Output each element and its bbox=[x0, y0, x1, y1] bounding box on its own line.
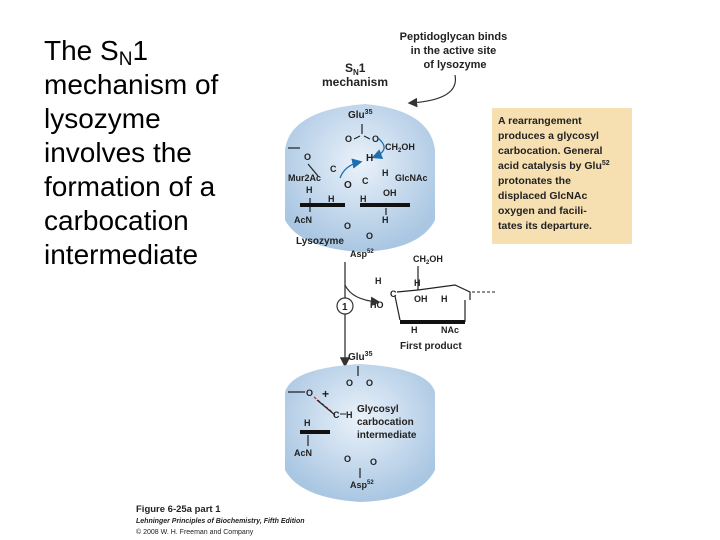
atom-o: O bbox=[306, 388, 313, 398]
info-box-text: A rearrangement produces a glycosyl carb… bbox=[498, 115, 613, 232]
atom-c: C bbox=[330, 164, 337, 174]
slide-line: intermediate bbox=[44, 239, 199, 270]
carboxylate-o: O bbox=[344, 454, 351, 464]
atom-o: O bbox=[372, 134, 379, 144]
title-part: The S bbox=[44, 35, 119, 66]
glu35-label: Glu35 bbox=[348, 109, 373, 121]
atom-o: O bbox=[345, 134, 352, 144]
asp52-label: Asp52 bbox=[350, 480, 374, 490]
atom-oh: OH bbox=[414, 294, 428, 304]
copyright: © 2008 W. H. Freeman and Company bbox=[136, 528, 254, 536]
glcnac-label: GlcNAc bbox=[395, 173, 428, 183]
slide-line: mechanism of bbox=[44, 69, 219, 100]
atom-h: H bbox=[306, 185, 313, 195]
carboxylate-o: O bbox=[366, 231, 373, 241]
atom-h: H bbox=[375, 276, 382, 286]
atom-h: H bbox=[328, 194, 335, 204]
lysozyme-label: Lysozyme bbox=[296, 236, 344, 247]
title-subscript: N bbox=[118, 49, 133, 70]
atom-h: H bbox=[360, 194, 367, 204]
acn-label: AcN bbox=[294, 215, 312, 225]
nac-label: NAc bbox=[441, 325, 459, 335]
atom-h: H bbox=[441, 294, 448, 304]
glu35-label: Glu35 bbox=[348, 351, 373, 363]
atom-h: H bbox=[414, 278, 421, 288]
proton-h: H bbox=[366, 153, 373, 164]
slide-text-block: The SN1 mechanism of lysozyme involves t… bbox=[44, 34, 274, 272]
slide-line: lysozyme bbox=[44, 103, 161, 134]
step-number: 1 bbox=[342, 302, 348, 313]
step-circle bbox=[336, 297, 354, 315]
acn-label: AcN bbox=[294, 448, 312, 458]
callout-top: Peptidoglycan binds in the active site o… bbox=[400, 31, 511, 71]
carboxylate-o: O bbox=[344, 221, 351, 231]
info-box bbox=[492, 108, 632, 244]
mechanism-label: SN1 mechanism bbox=[322, 61, 388, 89]
atom-o: O bbox=[346, 378, 353, 388]
title-part: 1 bbox=[132, 35, 149, 66]
product-arrow bbox=[344, 284, 381, 307]
ch2oh-label: CH2OH bbox=[413, 254, 443, 266]
bond bbox=[307, 163, 319, 177]
bond bbox=[363, 135, 371, 140]
enzyme-blob-lower bbox=[285, 364, 435, 502]
slide-line: formation of a bbox=[44, 171, 216, 202]
callout-arrow bbox=[407, 74, 457, 108]
atom-c: C bbox=[362, 176, 369, 186]
atom-o: O bbox=[304, 152, 311, 162]
asp52-label: Asp52 bbox=[350, 249, 374, 259]
slide-line: carbocation bbox=[44, 205, 189, 236]
mur2ac-label: Mur2Ac bbox=[288, 173, 321, 183]
bond bbox=[353, 135, 361, 140]
electron-arrow bbox=[371, 137, 385, 160]
atom-oh: OH bbox=[383, 188, 397, 198]
atom-h: H bbox=[411, 325, 418, 335]
ring-outline bbox=[396, 284, 471, 300]
atom-h: H bbox=[382, 168, 389, 178]
ch2oh-label: CH2OH bbox=[385, 142, 415, 154]
book-title: Lehninger Principles of Biochemistry, Fi… bbox=[136, 518, 305, 525]
carboxylate-o: O bbox=[370, 457, 377, 467]
atom-o: O bbox=[366, 378, 373, 388]
slide-line: involves the bbox=[44, 137, 192, 168]
enzyme-blob-upper bbox=[285, 104, 435, 252]
first-product-label: First product bbox=[400, 341, 462, 352]
atom-h: H bbox=[346, 410, 353, 420]
bond bbox=[394, 295, 401, 321]
positive-charge: + bbox=[322, 387, 329, 401]
electron-arrow bbox=[339, 158, 363, 179]
slide-title-line: The SN1 bbox=[44, 34, 274, 70]
carbocation-label: Glycosyl carbocation intermediate bbox=[357, 404, 417, 441]
bond bbox=[316, 399, 336, 416]
atom-h: H bbox=[382, 215, 389, 225]
figure-caption: Figure 6-25a part 1 bbox=[136, 504, 221, 515]
atom-h: H bbox=[304, 418, 311, 428]
glycosidic-o: O bbox=[344, 180, 352, 191]
atom-c: C bbox=[390, 289, 397, 299]
atom-c: C bbox=[333, 410, 340, 420]
